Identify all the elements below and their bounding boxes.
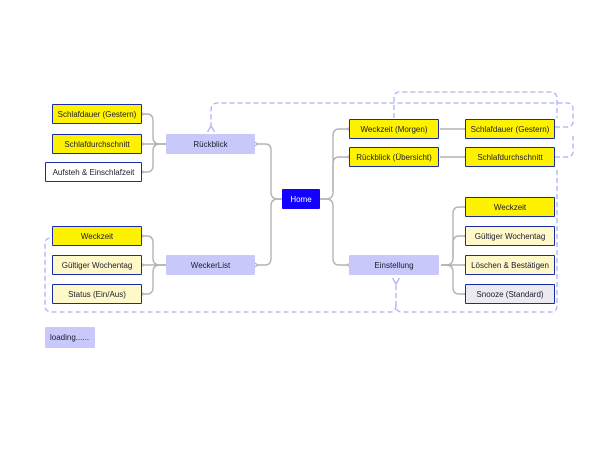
rueckblick-schlafdauer-node[interactable]: Schlafdauer (Gestern) [52, 104, 142, 124]
dashed-link-einstellung-bottom [396, 170, 558, 313]
loading-node[interactable]: loading...... [45, 327, 95, 348]
rueckblick-aufsteh-node[interactable]: Aufsteh & Einschlafzeit [45, 162, 142, 182]
dashed-link-schlafdurchschnitt [555, 136, 574, 158]
weckerlist-wochentag-node[interactable]: Gültiger Wochentag [52, 255, 142, 275]
weckerlist-status-node[interactable]: Status (Ein/Aus) [52, 284, 142, 304]
dashed-link-weckzeit-morgen [393, 91, 558, 118]
dashed-link-weckerlist-loop [44, 237, 397, 313]
connector-weckerlist-weckzeit [144, 236, 166, 266]
connector-einstellung-snooze [441, 264, 464, 294]
connector-einstellung-wochentag [452, 236, 464, 258]
dashed-link-rueckblick-top [211, 102, 574, 127]
connector-rueckblick-aufsteh [144, 143, 166, 172]
home-rueckblick-uebersicht-node[interactable]: Rückblick (Übersicht) [349, 147, 439, 167]
einstellung-node[interactable]: Einstellung [349, 255, 439, 275]
connector-rueckblick-schlafdauer [144, 114, 166, 145]
einstellung-wochentag-node[interactable]: Gültiger Wochentag [465, 226, 555, 246]
home-node[interactable]: Home [282, 189, 320, 209]
einstellung-weckzeit-node[interactable]: Weckzeit [465, 197, 555, 217]
weckerlist-weckzeit-node[interactable]: Weckzeit [52, 226, 142, 246]
connector-home-rueckblick-uebersicht [332, 157, 347, 192]
einstellung-loeschen-node[interactable]: Löschen & Bestätigen [465, 255, 555, 275]
connector-home-weckerlist [258, 198, 282, 265]
einstellung-snooze-node[interactable]: Snooze (Standard) [465, 284, 555, 304]
home-schlafdurchschnitt-node[interactable]: Schlafdurchschnitt [465, 147, 555, 167]
rueckblick-node[interactable]: Rückblick [166, 134, 255, 154]
home-schlafdauer-node[interactable]: Schlafdauer (Gestern) [465, 119, 555, 139]
rueckblick-schlafdurchschnitt-node[interactable]: Schlafdurchschnitt [52, 134, 142, 154]
connector-home-einstellung [320, 198, 347, 265]
weckerlist-node[interactable]: WeckerList [166, 255, 255, 275]
connector-weckerlist-status [144, 264, 166, 294]
home-weckzeit-morgen-node[interactable]: Weckzeit (Morgen) [349, 119, 439, 139]
connector-home-rueckblick [258, 144, 282, 200]
